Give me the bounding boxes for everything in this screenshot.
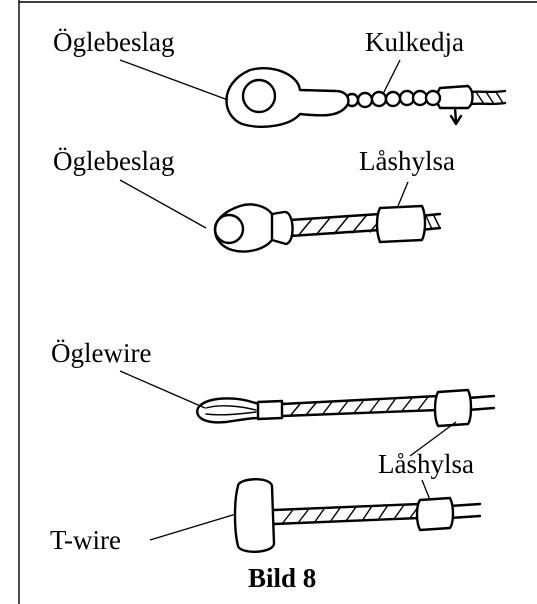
label-oglewire: Öglewire (51, 338, 151, 368)
label-t-wire: T-wire (50, 525, 121, 555)
label-oglebeslag-top: Öglebeslag (53, 27, 174, 57)
leader-lines (119, 59, 457, 541)
figure-caption: Bild 8 (248, 563, 316, 593)
label-kulkedja: Kulkedja (365, 27, 464, 57)
label-lashylsa-bottom: Låshylsa (378, 449, 474, 479)
eye-fitting-with-ball-chain (225, 67, 507, 128)
label-lashylsa-top: Låshylsa (359, 146, 455, 176)
label-oglebeslag-second: Öglebeslag (53, 146, 174, 176)
figure-frame (18, 0, 537, 604)
eye-fitting-with-lock-sleeve (213, 203, 442, 253)
loop-wire (196, 388, 496, 428)
t-wire (233, 478, 482, 553)
